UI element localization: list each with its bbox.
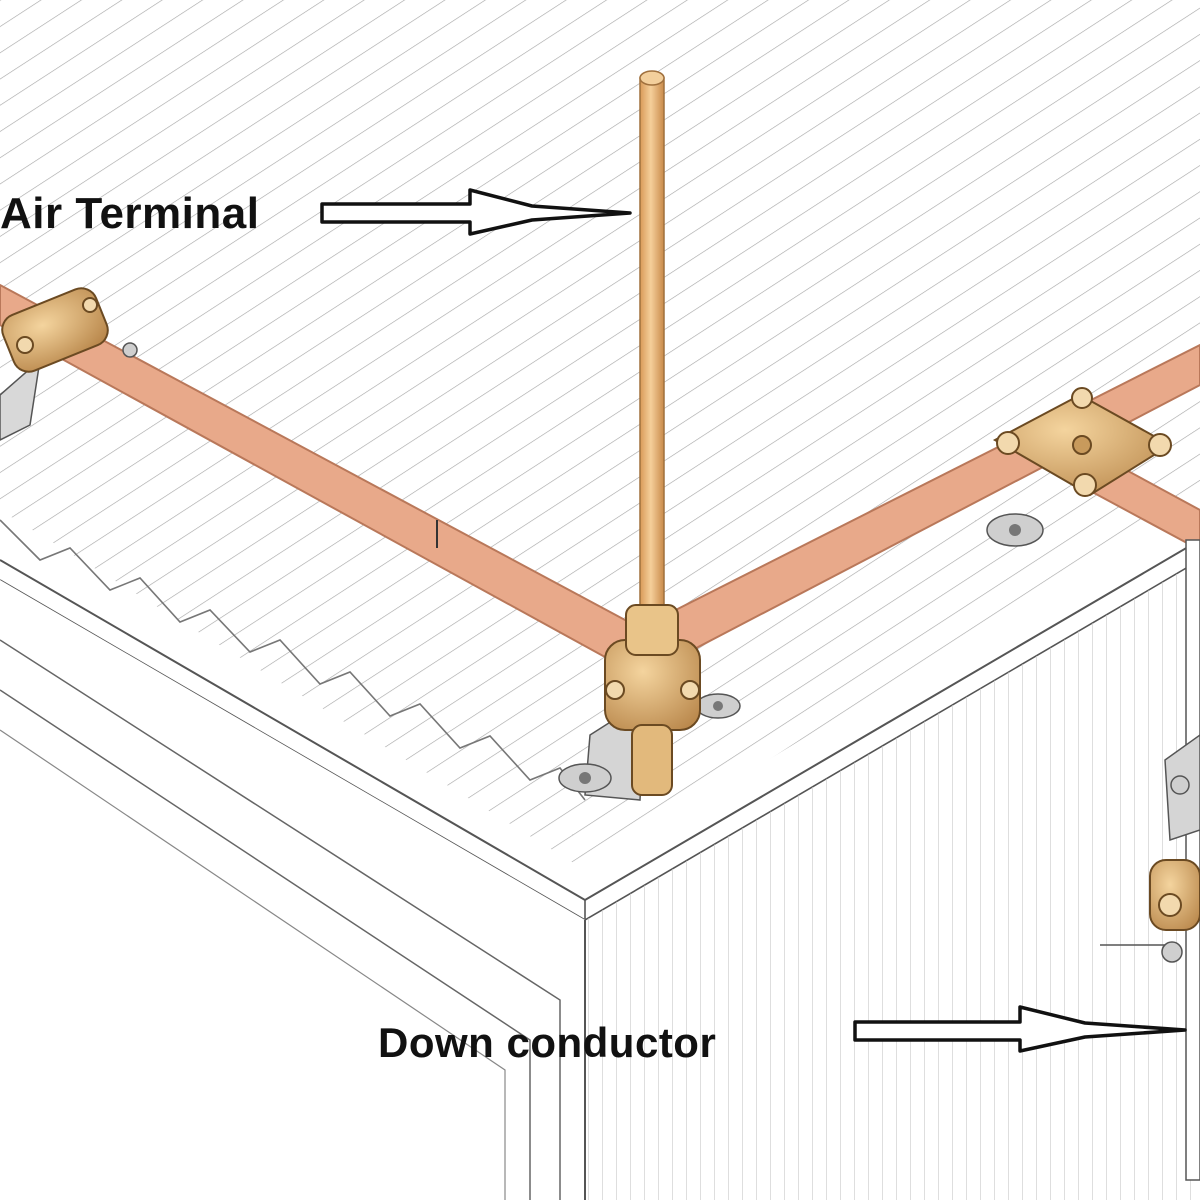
clamp-left	[0, 287, 138, 441]
air-terminal-rod	[639, 70, 665, 639]
air-terminal-base-clamp	[558, 604, 741, 801]
arrow-to-down-conductor	[853, 1005, 1187, 1053]
arrow-to-air-terminal	[320, 188, 632, 236]
cross-clamp-right	[986, 387, 1172, 547]
wall-clamp-down-conductor	[1149, 734, 1200, 963]
air-terminal-label: Air Terminal	[0, 189, 260, 238]
down-conductor-label: Down conductor	[378, 1019, 717, 1066]
roof-corrugation	[0, 519, 586, 801]
